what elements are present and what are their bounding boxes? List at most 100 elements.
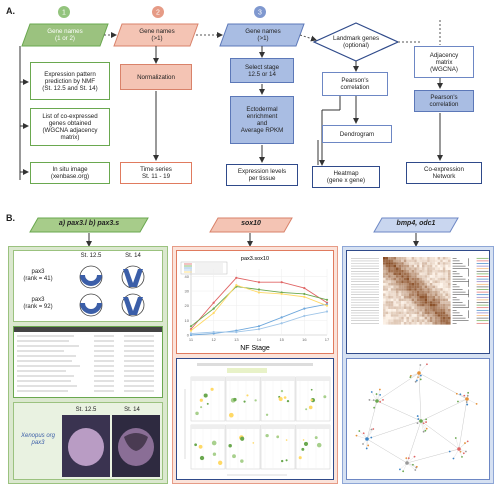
heatmap-cell: [388, 272, 391, 276]
heatmap-cell: [385, 270, 389, 273]
heatmap-cell: [448, 303, 451, 307]
heatmap-cell: [424, 257, 428, 260]
heatmap-cell: [403, 298, 407, 302]
heatmap-cell: [409, 280, 412, 283]
heatmap-cell: [398, 296, 402, 299]
heatmap-cell: [401, 259, 404, 263]
heatmap-cell: [437, 314, 441, 317]
network-node: [466, 394, 469, 397]
heatmap-cell: [435, 280, 438, 283]
network-node: [409, 376, 412, 379]
heatmap-cell: [398, 306, 402, 309]
heatmap-cell: [383, 316, 386, 320]
panel-a-label: A.: [6, 6, 15, 16]
heatmap-cell: [419, 311, 422, 315]
heatmap-cell: [388, 309, 391, 312]
heatmap-cell: [435, 309, 438, 312]
heatmap-cell: [398, 316, 402, 320]
heatmap-cell: [427, 306, 430, 309]
heatmap-cell: [390, 322, 394, 325]
multiples-point: [228, 412, 234, 418]
heatmap-cell: [390, 285, 394, 289]
multiples-point: [265, 433, 269, 438]
heatmap-cell: [422, 267, 425, 270]
heatmap-cell: [414, 319, 417, 322]
heatmap-cell: [388, 283, 391, 286]
heatmap-cell: [396, 303, 399, 307]
heatmap-cell: [385, 296, 389, 299]
heatmap-cell: [398, 290, 402, 294]
heatmap-cell: [401, 316, 404, 320]
heatmap-cell: [383, 264, 386, 268]
multiples-point: [243, 400, 246, 403]
heatmap-cell: [388, 280, 391, 283]
heatmap-cell: [442, 322, 446, 325]
heatmap-cell: [448, 280, 451, 283]
heatmap-cell: [390, 275, 394, 278]
heatmap-cell: [435, 303, 438, 307]
heatmap-cell: [432, 283, 435, 286]
heatmap-cell: [406, 296, 409, 299]
heatmap-cell: [442, 277, 446, 281]
multiples-point: [316, 442, 322, 448]
col3-header-shape: [219, 23, 305, 47]
heatmap-cell: [435, 264, 438, 268]
heatmap-cell: [401, 275, 404, 278]
heatmap-cell: [427, 257, 430, 260]
heatmap-cell: [396, 296, 399, 299]
heatmap-cell: [385, 303, 389, 307]
chart-title: pax3.sox10: [241, 256, 269, 262]
heatmap-cell: [396, 316, 399, 320]
multiples-point: [303, 441, 309, 446]
col1-header: Gene names (1 or 2): [47, 28, 83, 42]
network-edge: [366, 400, 378, 440]
heatmap-cell: [406, 270, 409, 273]
tissue-expression-panel: [176, 358, 334, 480]
heatmap-cell: [442, 296, 446, 299]
multiples-point: [194, 443, 197, 447]
network-edge: [376, 372, 420, 402]
heatmap-cell: [398, 293, 402, 296]
chart-point: [280, 322, 283, 325]
heatmap-cell: [393, 311, 396, 315]
heatmap-cell: [398, 298, 402, 302]
col2-header: Gene names (>1): [139, 28, 175, 42]
heatmap-cell: [388, 257, 391, 260]
heatmap-cell: [411, 264, 415, 268]
chart-point: [303, 314, 306, 318]
heatmap-cell: [435, 319, 438, 322]
heatmap-cell: [385, 316, 389, 320]
heatmap-cell: [409, 262, 412, 265]
heatmap-cell: [419, 293, 422, 296]
heatmap-cell: [403, 277, 407, 281]
heatmap-cell: [429, 311, 433, 315]
heatmap-cell: [396, 311, 399, 315]
network-node: [373, 406, 376, 409]
chart-point: [303, 286, 306, 290]
embryo-glyphs: [79, 265, 145, 317]
step-3-text: 3: [258, 10, 262, 17]
heatmap-cell: [435, 322, 438, 325]
heatmap-cell: [388, 303, 391, 307]
heatmap-cell: [442, 267, 446, 270]
embryo-3: [79, 293, 103, 317]
heatmap-cell: [429, 277, 433, 281]
embryo-4: [121, 293, 145, 317]
chart-point: [280, 281, 283, 284]
heatmap-cell: [401, 309, 404, 312]
heatmap-cell: [427, 290, 430, 294]
network-node: [362, 432, 365, 435]
heatmap-cell: [419, 270, 422, 273]
heatmap-cell: [390, 309, 394, 312]
heatmap-cell: [419, 272, 422, 276]
heatmap-cell: [393, 298, 396, 302]
heatmap-cell: [406, 301, 409, 304]
heatmap-cell: [390, 301, 394, 304]
heatmap-cell: [448, 311, 451, 315]
coexpressed-list-box: List of co-expressed genes obtained (WGC…: [30, 108, 110, 146]
heatmap-cell: [390, 277, 394, 281]
heatmap-cell: [429, 262, 433, 265]
network-node: [402, 470, 405, 473]
heatmap-cell: [429, 306, 433, 309]
